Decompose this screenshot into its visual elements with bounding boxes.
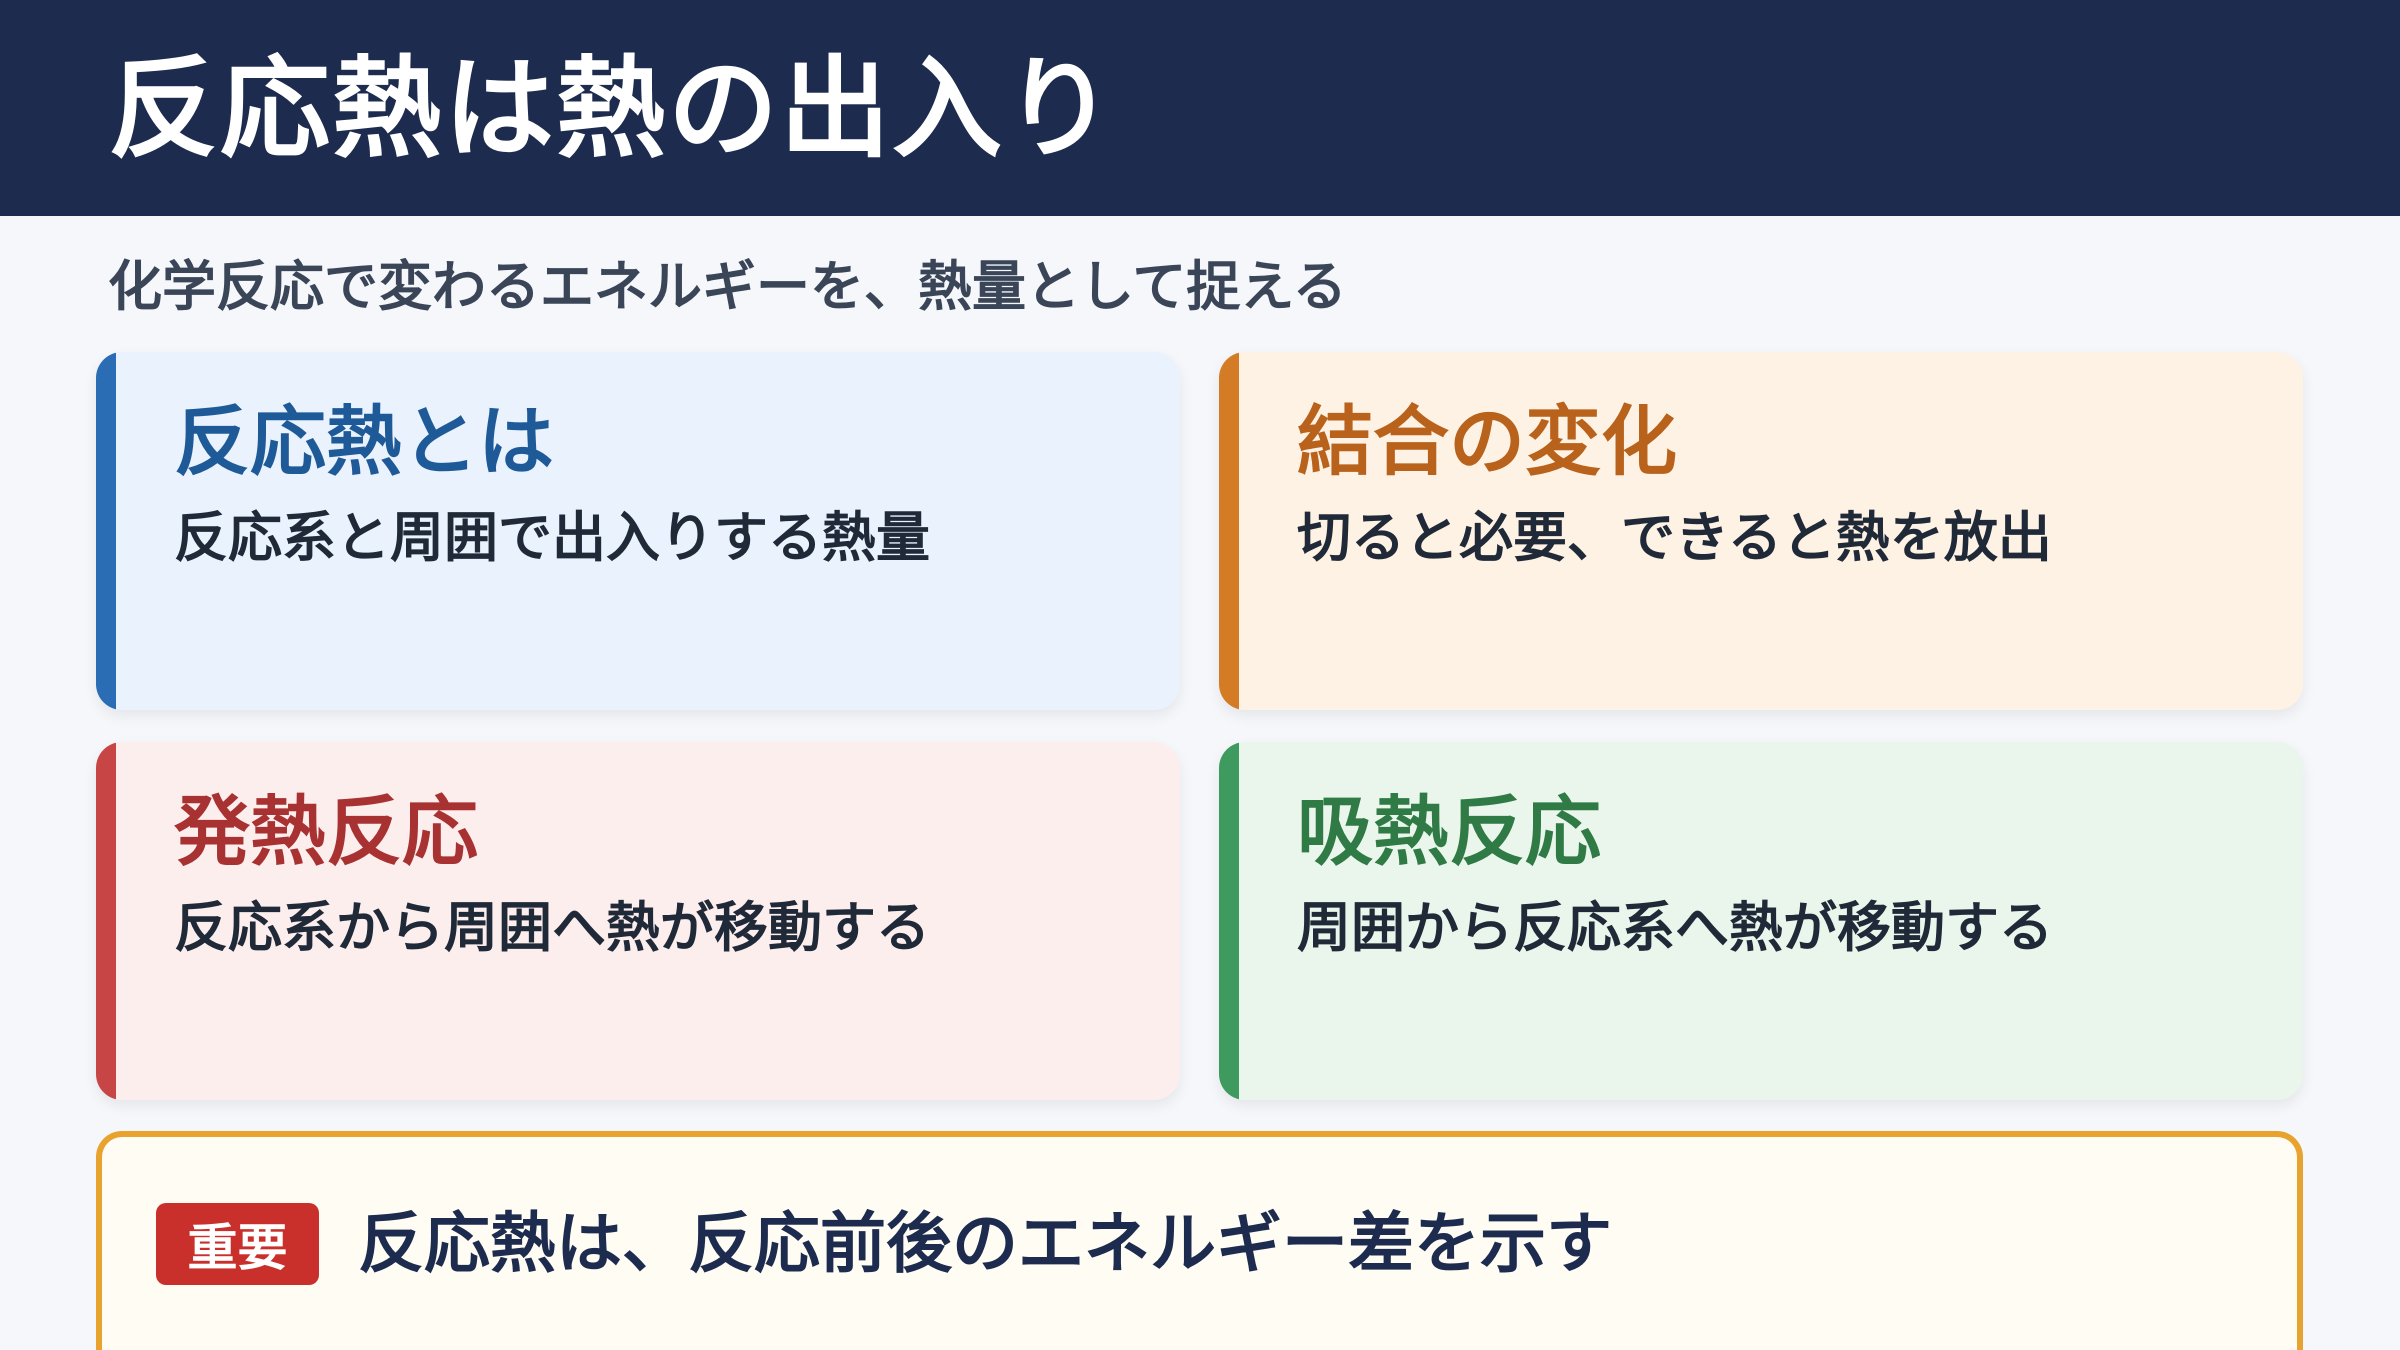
card-title: 発熱反応 <box>174 787 478 876</box>
card-title: 結合の変化 <box>1297 397 1677 486</box>
card-accent-bar <box>96 742 116 1100</box>
card-bond-change: 結合の変化 切ると必要、できると熱を放出 <box>1219 352 2303 710</box>
card-description: 反応系と周囲で出入りする熱量 <box>174 506 930 569</box>
card-reaction-heat: 反応熱とは 反応系と周囲で出入りする熱量 <box>96 352 1180 710</box>
card-exothermic: 発熱反応 反応系から周囲へ熱が移動する <box>96 742 1180 1100</box>
important-badge: 重要 <box>156 1203 319 1285</box>
card-accent-bar <box>1219 352 1239 710</box>
card-endothermic: 吸熱反応 周囲から反応系へ熱が移動する <box>1219 742 2303 1100</box>
card-description: 切ると必要、できると熱を放出 <box>1297 506 2052 569</box>
important-note-text: 反応熱は、反応前後のエネルギー差を示す <box>358 1205 1612 1282</box>
card-accent-bar <box>96 352 116 710</box>
important-note: 重要 反応熱は、反応前後のエネルギー差を示す <box>96 1131 2303 1350</box>
card-accent-bar <box>1219 742 1239 1100</box>
subtitle: 化学反応で変わるエネルギーを、熱量として捉える <box>108 255 1347 318</box>
card-description: 周囲から反応系へ熱が移動する <box>1297 896 2053 959</box>
card-title: 反応熱とは <box>174 397 554 486</box>
card-title: 吸熱反応 <box>1297 787 1601 876</box>
card-description: 反応系から周囲へ熱が移動する <box>174 896 930 959</box>
header: 反応熱は熱の出入り <box>0 0 2400 216</box>
page-title: 反応熱は熱の出入り <box>108 45 1116 173</box>
